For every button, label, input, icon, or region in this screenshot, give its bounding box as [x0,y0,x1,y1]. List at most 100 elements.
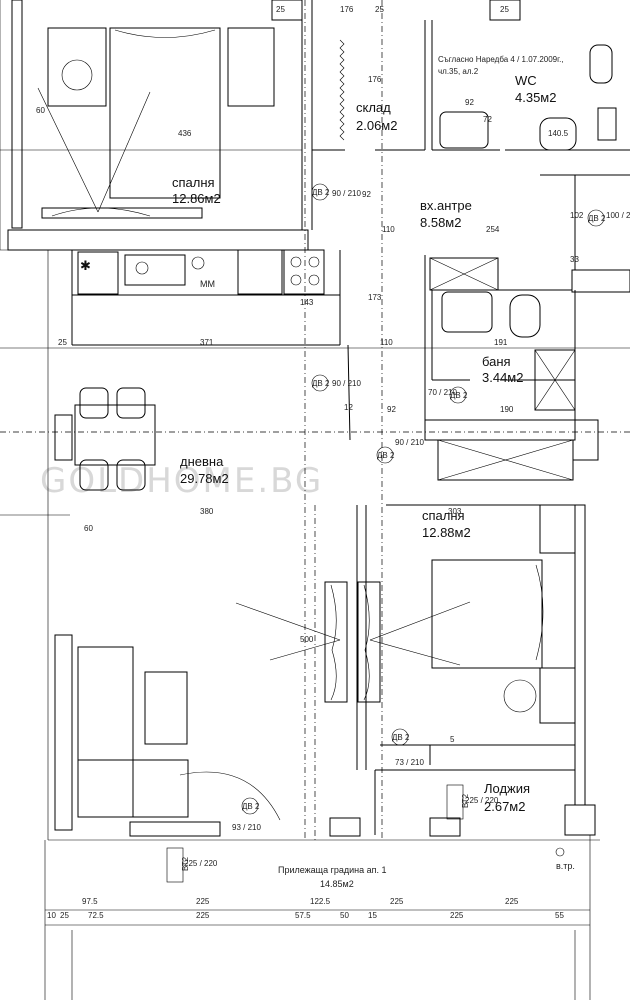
bedroom1-area: 12.86м2 [172,191,221,206]
svg-text:97.5: 97.5 [82,897,98,906]
svg-text:371: 371 [200,338,214,347]
svg-text:60: 60 [36,106,45,115]
svg-text:72: 72 [483,115,492,124]
svg-text:92: 92 [465,98,474,107]
svg-text:ДВ 2: ДВ 2 [242,802,260,811]
room-labels: спалня 12.86м2 склад 2.06м2 WC 4.35м2 вх… [172,55,575,889]
svg-text:225: 225 [390,897,404,906]
svg-text:72.5: 72.5 [88,911,104,920]
living-name: дневна [180,454,224,469]
svg-text:ДВ 2: ДВ 2 [377,451,395,460]
svg-text:10: 10 [47,911,56,920]
garden-name: Прилежаща градина ап. 1 [278,865,387,875]
svg-text:ВТ2: ВТ2 [181,856,190,871]
wc-name: WC [515,73,537,88]
living-area: 29.78м2 [180,471,229,486]
svg-text:254: 254 [486,225,500,234]
svg-text:100 / 210: 100 / 210 [606,211,630,220]
washer-label: ММ [200,279,215,289]
wc-area: 4.35м2 [515,90,556,105]
svg-text:ДВ 2: ДВ 2 [312,188,330,197]
svg-text:225: 225 [196,911,210,920]
svg-text:190: 190 [500,405,514,414]
svg-text:92: 92 [387,405,396,414]
svg-text:225: 225 [196,897,210,906]
svg-text:110: 110 [380,338,393,347]
svg-text:225 / 220: 225 / 220 [184,859,218,868]
svg-text:102: 102 [570,211,584,220]
door-tag-5: ДВ 2 90 / 210 [376,438,424,464]
door-tag-7: ДВ 2 93 / 210 [232,797,261,832]
furniture: ✱ ММ [37,27,617,821]
svg-text:5: 5 [450,735,455,744]
window-tags: ВТ2 225 / 220 ВТ2 225 / 220 [166,784,499,883]
svg-text:303: 303 [448,507,462,516]
walls [0,0,630,840]
svg-text:57.5: 57.5 [295,911,311,920]
svg-text:55: 55 [555,911,564,920]
svg-text:92: 92 [362,190,371,199]
door-tag-3: ДВ 2 90 / 210 [311,374,361,392]
svg-text:ДВ 2: ДВ 2 [312,379,330,388]
svg-text:✱: ✱ [80,258,91,273]
svg-text:25: 25 [276,5,285,14]
hall-area: 8.58м2 [420,215,461,230]
svg-text:143: 143 [300,298,314,307]
svg-text:173: 173 [368,293,382,302]
garden-area: 14.85м2 [320,879,354,889]
storage-name: склад [356,100,391,115]
svg-text:33: 33 [570,255,579,264]
svg-text:ДВ 2: ДВ 2 [588,214,606,223]
svg-text:140.5: 140.5 [548,129,569,138]
approval-note-2: чл.35, ал.2 [438,67,479,76]
door-tag-6: ДВ 2 73 / 210 [391,728,424,767]
svg-text:436: 436 [178,129,192,138]
bedroom2-area: 12.88м2 [422,525,471,540]
svg-text:25: 25 [58,338,67,347]
svg-text:176: 176 [368,75,382,84]
drain-label: в.тр. [556,861,575,871]
bath-area: 3.44м2 [482,370,523,385]
dimension-lines [0,149,630,1000]
bedroom2-name: спалня [422,508,465,523]
axis-lines [0,0,630,840]
svg-text:225 / 220: 225 / 220 [465,796,499,805]
svg-text:500: 500 [300,635,314,644]
svg-text:110: 110 [382,225,395,234]
svg-text:ВТ2: ВТ2 [461,793,470,808]
svg-text:225: 225 [450,911,464,920]
door-tag-4: ДВ 2 70 / 210 [428,386,468,404]
door-tags: ДВ 2 90 / 210 ДВ 2 100 / 210 ДВ 2 90 / 2… [232,183,630,832]
svg-text:380: 380 [200,507,214,516]
svg-text:25: 25 [500,5,509,14]
dimensions: 25 176 25 25 436 60 254 110 92 173 143 3… [36,5,584,920]
bedroom1-name: спалня [172,175,215,190]
svg-text:ДВ 2: ДВ 2 [450,391,468,400]
approval-note-1: Съгласно Наредба 4 / 1.07.2009г., [438,55,564,64]
svg-text:50: 50 [340,911,349,920]
svg-text:25: 25 [60,911,69,920]
svg-text:191: 191 [494,338,508,347]
svg-text:90 / 210: 90 / 210 [332,379,361,388]
storage-area: 2.06м2 [356,118,397,133]
door-tag-1: ДВ 2 90 / 210 [311,183,361,201]
svg-text:90 / 210: 90 / 210 [395,438,424,447]
hall-name: вх.антре [420,198,472,213]
svg-text:60: 60 [84,524,93,533]
svg-text:70 / 210: 70 / 210 [428,388,457,397]
svg-text:90 / 210: 90 / 210 [332,189,361,198]
partitions [71,0,630,835]
svg-text:73 / 210: 73 / 210 [395,758,424,767]
svg-text:93 / 210: 93 / 210 [232,823,261,832]
svg-text:176: 176 [340,5,354,14]
loggia-area: 2.67м2 [484,799,525,814]
svg-text:25: 25 [375,5,384,14]
svg-text:225: 225 [505,897,519,906]
svg-text:15: 15 [368,911,377,920]
bath-name: баня [482,354,511,369]
svg-text:12: 12 [344,403,353,412]
watermark: GOLDHOME.BG [40,461,323,501]
svg-text:122.5: 122.5 [310,897,331,906]
svg-text:ДВ 2: ДВ 2 [392,733,410,742]
